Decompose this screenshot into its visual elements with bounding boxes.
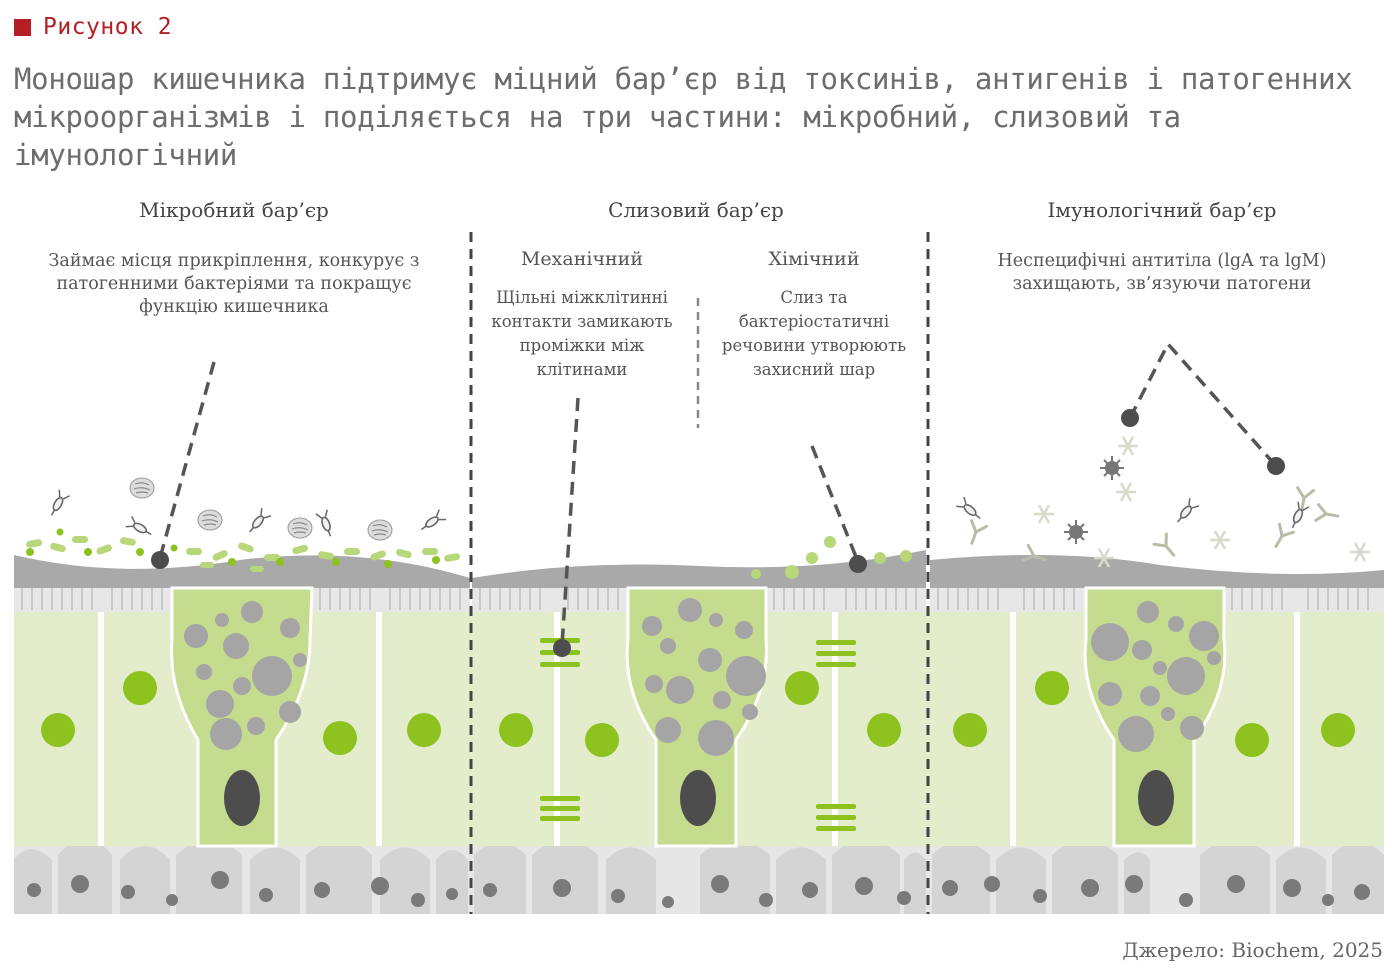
enterocyte-nuclei <box>41 671 1355 757</box>
chemical-barrier-description: Слиз та бактеріостатичні речовини утворю… <box>721 288 907 379</box>
antibodies-and-pathogens <box>955 435 1372 570</box>
microbial-barrier-description: Займає місця прикріплення, конкурує з па… <box>48 251 420 317</box>
mechanical-barrier-description: Щільні міжклітинні контакти замикають пр… <box>491 288 673 379</box>
mucosal-barrier-title: Слизовий бар’єр <box>608 198 784 222</box>
bacteriostatic-substances <box>751 536 912 579</box>
mechanical-barrier-title: Механічний <box>520 248 644 270</box>
goblet-cell-3 <box>1083 586 1227 848</box>
panel-dividers <box>469 232 930 914</box>
goblet-cell-2 <box>625 586 768 848</box>
callout-leaders <box>158 340 1278 647</box>
commensal-bacteria <box>26 477 461 572</box>
immunological-barrier-description: Неспецифічні антитіла (lgA та lgM) захищ… <box>997 251 1327 294</box>
mucus-layer <box>14 550 1384 588</box>
figure-title: Моношар кишечника підтримує міцний бар’є… <box>14 62 1353 172</box>
basal-cell-layer <box>14 838 1384 914</box>
immunological-barrier-title: Імунологічний бар’єр <box>1047 198 1277 222</box>
figure-label-square <box>14 18 31 36</box>
source-credit: Джерело: Biochem, 2025 <box>1122 938 1383 962</box>
figure-label-text: Рисунок 2 <box>43 14 173 40</box>
figure-label: Рисунок 2 <box>14 14 172 40</box>
callout-markers <box>151 409 1285 657</box>
chemical-barrier-title: Хімічний <box>768 248 860 270</box>
microbial-barrier-title: Мікробний бар’єр <box>139 198 329 222</box>
goblet-cell-1 <box>170 586 314 848</box>
